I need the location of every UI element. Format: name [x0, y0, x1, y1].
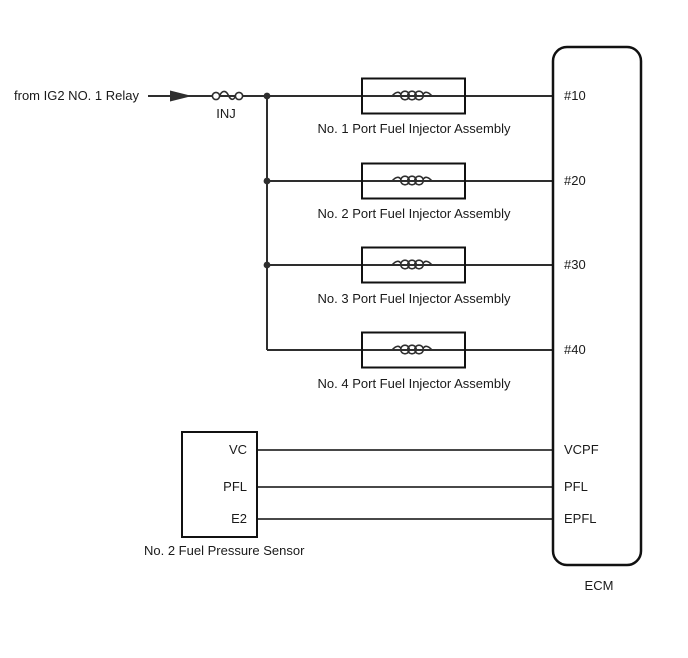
- injector-box-2: [361, 162, 466, 200]
- ecm-pin-40: #40: [564, 342, 586, 357]
- fuse-terminal: [234, 91, 244, 101]
- injector-label-3: No. 3 Port Fuel Injector Assembly: [317, 291, 511, 306]
- junction-dot: [263, 261, 271, 269]
- ecm-pin-30: #30: [564, 257, 586, 272]
- ecm-pin-pfl: PFL: [564, 479, 588, 494]
- coil-icon: [391, 259, 433, 270]
- ecm-pin-20: #20: [564, 173, 586, 188]
- junction-dot: [263, 92, 271, 100]
- sensor-box: [181, 431, 258, 538]
- ecm-pin-10: #10: [564, 88, 586, 103]
- sensor-pin-pfl: PFL: [223, 479, 247, 494]
- ecm-box: [551, 45, 643, 567]
- ecm-pin-vcpf: VCPF: [564, 442, 599, 457]
- injector-label-4: No. 4 Port Fuel Injector Assembly: [317, 376, 511, 391]
- coil-icon: [391, 90, 433, 101]
- sensor-pin-e2: E2: [231, 511, 247, 526]
- injector-label-2: No. 2 Port Fuel Injector Assembly: [317, 206, 511, 221]
- sensor-pin-vc: VC: [228, 442, 247, 457]
- fuse-terminal: [211, 91, 221, 101]
- junction-dot: [263, 177, 271, 185]
- injector-box-1: [361, 77, 466, 115]
- sensor-title: No. 2 Fuel Pressure Sensor: [144, 543, 305, 558]
- injector-label-1: No. 1 Port Fuel Injector Assembly: [317, 121, 511, 136]
- source-label: from IG2 NO. 1 Relay: [14, 88, 139, 103]
- fuse-label: INJ: [216, 106, 236, 121]
- fuse-icon: [218, 90, 237, 101]
- coil-icon: [391, 175, 433, 186]
- injector-box-3: [361, 246, 466, 284]
- coil-icon: [391, 344, 433, 355]
- ecm-title: ECM: [584, 578, 614, 593]
- flow-arrow-icon: [170, 90, 192, 102]
- injector-box-4: [361, 331, 466, 369]
- ecm-pin-epfl: EPFL: [564, 511, 597, 526]
